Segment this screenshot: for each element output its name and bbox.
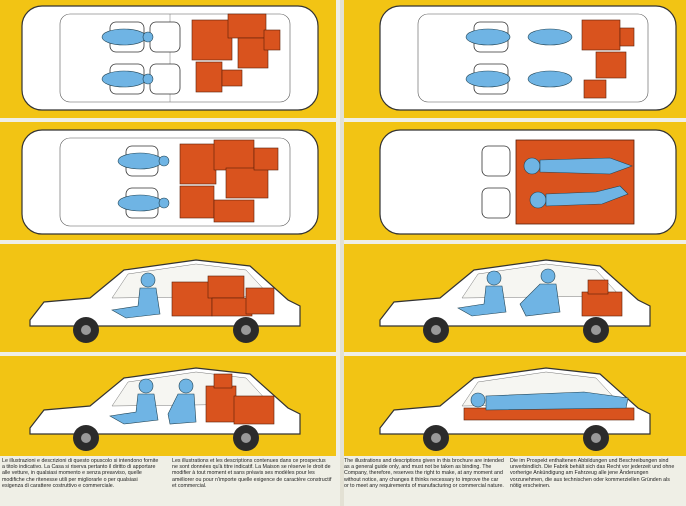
caption-italian: Le illustrazioni e descrizioni di questo… <box>2 458 159 489</box>
panel-side-view-bed-sleeping <box>344 356 686 456</box>
bed-platform <box>515 139 635 225</box>
panel-side-view-driver-cargo <box>0 244 336 352</box>
passenger-figure <box>101 28 147 46</box>
car-side-view-illustration <box>379 367 651 451</box>
car-side-view-illustration <box>29 259 301 343</box>
passenger-figure <box>465 28 511 46</box>
passenger-figure <box>523 157 633 209</box>
panel-side-view-two-passengers-cargo <box>0 356 336 456</box>
panel-side-view-four-passengers <box>344 244 686 352</box>
caption-french: Les illustrations et les descriptions co… <box>172 458 332 489</box>
passenger-figure <box>527 28 573 46</box>
panel-top-view-four-passengers-cargo <box>344 0 686 118</box>
panel-top-view-four-seats-cargo <box>0 0 336 118</box>
luggage-cargo <box>205 373 275 425</box>
passenger-figure <box>457 268 561 317</box>
passenger-figure <box>101 70 147 88</box>
luggage-cargo <box>179 139 279 223</box>
car-top-view-illustration <box>379 5 677 111</box>
disclaimer-captions: Le illustrazioni e descrizioni di questo… <box>0 458 686 506</box>
passenger-figure <box>109 378 197 425</box>
car-top-view-illustration <box>379 129 677 235</box>
page-fold <box>340 0 344 506</box>
caption-english: The illustrations and descriptions given… <box>344 458 504 489</box>
passenger-figure <box>117 194 163 212</box>
car-side-view-illustration <box>379 259 651 343</box>
car-side-view-illustration <box>29 367 301 451</box>
panel-top-view-bed-two-sleeping <box>344 122 686 240</box>
luggage-cargo <box>191 13 281 93</box>
caption-german: Die im Prospekt enthaltenen Abbildungen … <box>510 458 675 489</box>
panel-top-view-two-seats-cargo <box>0 122 336 240</box>
luggage-cargo <box>171 275 275 317</box>
passenger-figure <box>527 70 573 88</box>
luggage-cargo <box>581 279 623 317</box>
passenger-figure <box>470 391 629 411</box>
passenger-figure <box>117 152 163 170</box>
luggage-cargo <box>581 19 635 99</box>
car-top-view-illustration <box>21 129 319 235</box>
passenger-figure <box>465 70 511 88</box>
passenger-figure <box>111 272 161 319</box>
car-top-view-illustration <box>21 5 319 111</box>
